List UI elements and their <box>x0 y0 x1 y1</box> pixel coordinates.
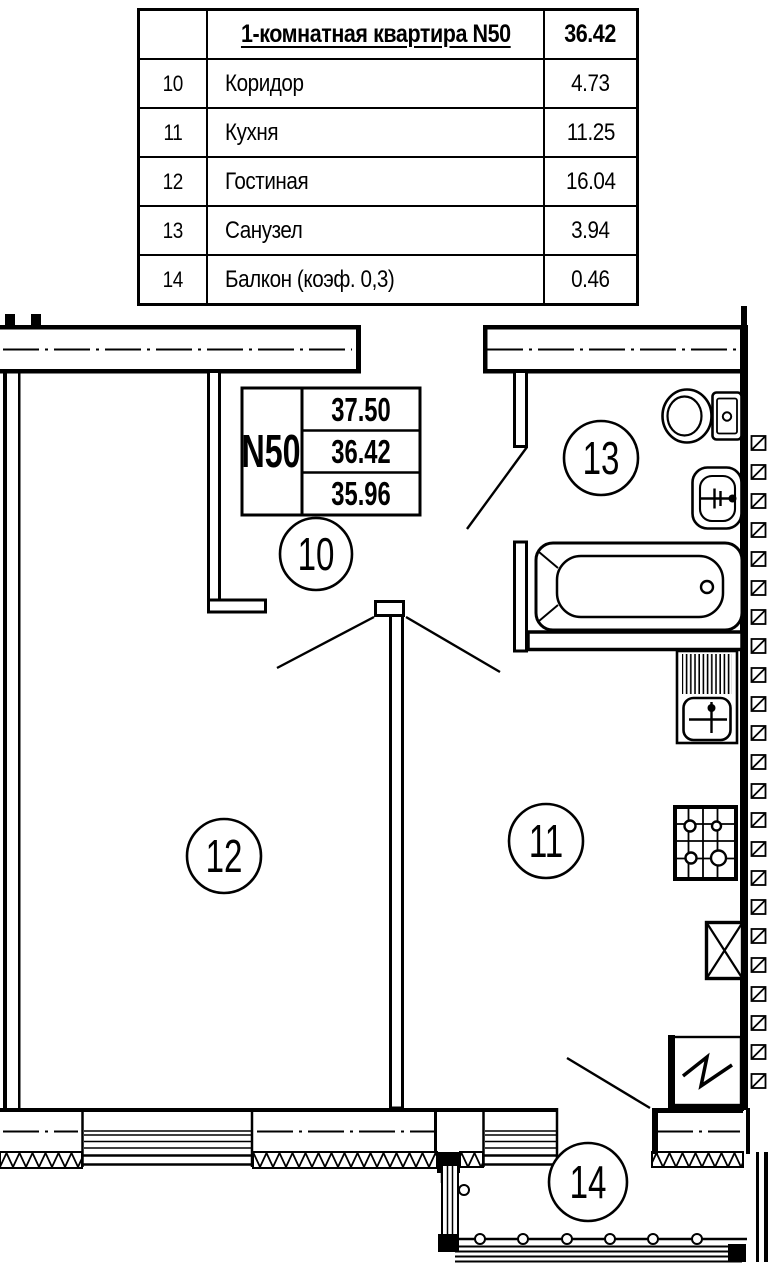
room-number-living: 12 <box>206 832 243 882</box>
crossed-square-icon <box>704 920 745 981</box>
table-row-name: Балкон (коэф. 0,3) <box>208 256 545 303</box>
unit-area-reduced: 35.96 <box>331 476 390 513</box>
table-row-area: 4.73 <box>545 60 636 109</box>
table-row-name: Санузел <box>208 207 545 256</box>
table-row-area: 0.46 <box>571 265 610 293</box>
window-a <box>81 1108 254 1167</box>
area-table: 1-комнатная квартира N50 36.42 10 Коридо… <box>137 8 639 306</box>
door-bathroom-swing <box>466 446 528 530</box>
room-circle-hallway: 10 <box>278 516 354 592</box>
window-b <box>482 1108 559 1167</box>
room-number-bathroom: 13 <box>583 434 620 484</box>
room-number-kitchen: 11 <box>529 817 563 867</box>
table-row-num: 11 <box>140 109 208 158</box>
table-row-num: 10 <box>140 60 208 109</box>
room-circle-living: 12 <box>185 817 263 895</box>
kitchen-sink-icon <box>675 649 739 745</box>
insulation-ticks <box>750 435 767 1089</box>
door-living-swing <box>276 615 375 670</box>
door-swing-lines <box>276 446 651 1110</box>
bathroom-walls <box>513 370 744 653</box>
table-row-num: 12 <box>140 158 208 207</box>
table-row-name: Коридор <box>208 60 545 109</box>
right-wall <box>740 328 768 1262</box>
table-header-title: 1-комнатная квартира N50 <box>208 11 545 60</box>
unit-area-living: 36.42 <box>331 434 390 471</box>
bottom-wall <box>0 1108 744 1183</box>
unit-info-box: N50 37.50 36.42 35.96 <box>240 386 422 517</box>
unit-area-total: 37.50 <box>331 392 390 429</box>
table-row-name: Гостиная <box>208 158 545 207</box>
room-circle-bathroom: 13 <box>562 419 640 497</box>
table-row-area: 16.04 <box>545 158 636 207</box>
table-row-area: 3.94 <box>545 207 636 256</box>
bathtub-icon <box>534 541 744 632</box>
table-header-area: 36.42 <box>545 11 636 60</box>
lightning-panel-icon <box>668 1035 744 1111</box>
partition-hallway <box>207 370 267 614</box>
door-balcony-swing <box>566 1056 651 1110</box>
table-row-num: 13 <box>140 207 208 256</box>
balcony-structure <box>438 1164 747 1263</box>
stove-icon <box>673 805 738 881</box>
table-header-blank <box>140 11 208 60</box>
room-number-balcony: 14 <box>570 1158 607 1208</box>
balcony-railing <box>455 1184 747 1263</box>
room-circle-kitchen: 11 <box>507 802 585 880</box>
table-row-name: Кухня <box>208 109 545 158</box>
top-wall <box>0 306 748 374</box>
room-circle-balcony: 14 <box>547 1141 629 1223</box>
table-row-area: 11.25 <box>545 109 636 158</box>
toilet-icon <box>661 388 743 444</box>
washbasin-icon <box>691 466 743 530</box>
railing-posts <box>474 1233 703 1245</box>
table-row-num: 14 <box>140 256 208 303</box>
room-number-hallway: 10 <box>298 530 335 580</box>
left-wall <box>3 373 21 1108</box>
door-kitchen-swing <box>405 615 501 674</box>
unit-number: N50 <box>241 426 300 477</box>
partition-living-kitchen <box>374 600 405 1110</box>
